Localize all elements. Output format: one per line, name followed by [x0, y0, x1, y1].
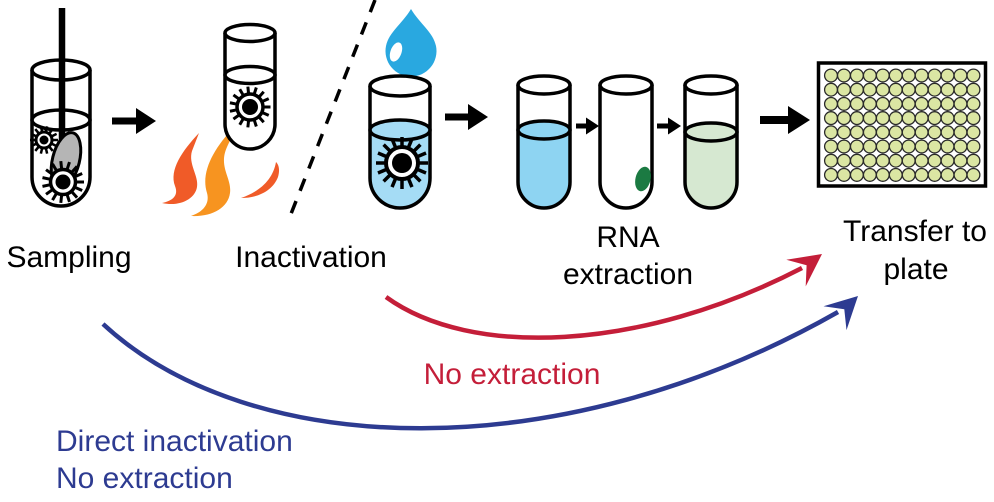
virus-icon-large [42, 160, 84, 204]
step-label-inactivation: Inactivation [235, 241, 387, 274]
direct-inactivation-arrow [101, 296, 858, 431]
plate-wells [823, 68, 981, 182]
step-label-rna-line2: extraction [563, 258, 693, 291]
arrow-icon-3 [576, 117, 599, 135]
virus-icon-resuspension [376, 137, 428, 189]
no-extraction-label: No extraction [424, 358, 601, 391]
eluate-test-tube-icon [683, 74, 739, 210]
no-extraction-arrow-curve [384, 266, 804, 340]
arrow-icon-5 [760, 106, 810, 134]
virus-icon-small [30, 126, 58, 154]
resuspension-test-tube-icon [368, 74, 432, 210]
droplet-body [385, 9, 437, 77]
phase-divider-dashed-line [287, 0, 377, 220]
step-label-sampling: Sampling [6, 241, 131, 274]
step-label-rna-line1: RNA [596, 221, 659, 254]
droplet-highlight [389, 42, 403, 62]
step-label-transfer-line1: Transfer to [843, 215, 987, 248]
arrow-icon-1 [112, 108, 156, 134]
rna-pellet-dot [635, 166, 651, 192]
direct-inactivation-arrow-curve [101, 310, 840, 431]
arrow-icon-4 [657, 117, 681, 135]
no-extraction-arrowhead [786, 254, 822, 287]
flame-left-lick [162, 133, 199, 205]
droplet-icon [385, 9, 437, 77]
step-label-transfer-line2: plate [883, 253, 948, 286]
flame-right-lick [241, 162, 280, 198]
direct-inactivation-label-line1: Direct inactivation [56, 425, 293, 458]
lysate-test-tube-icon [516, 74, 572, 210]
virus-icon-inactivation [229, 86, 271, 128]
inactivation-test-tube-icon [223, 22, 277, 151]
flame-center-lick [191, 123, 238, 217]
well-plate-icon [816, 61, 988, 188]
arrow-icon-2 [445, 104, 488, 130]
no-extraction-arrow [384, 254, 822, 340]
direct-inactivation-label-line2: No extraction [56, 462, 233, 495]
direct-inactivation-arrowhead [823, 296, 858, 331]
flame-icon [162, 123, 280, 217]
